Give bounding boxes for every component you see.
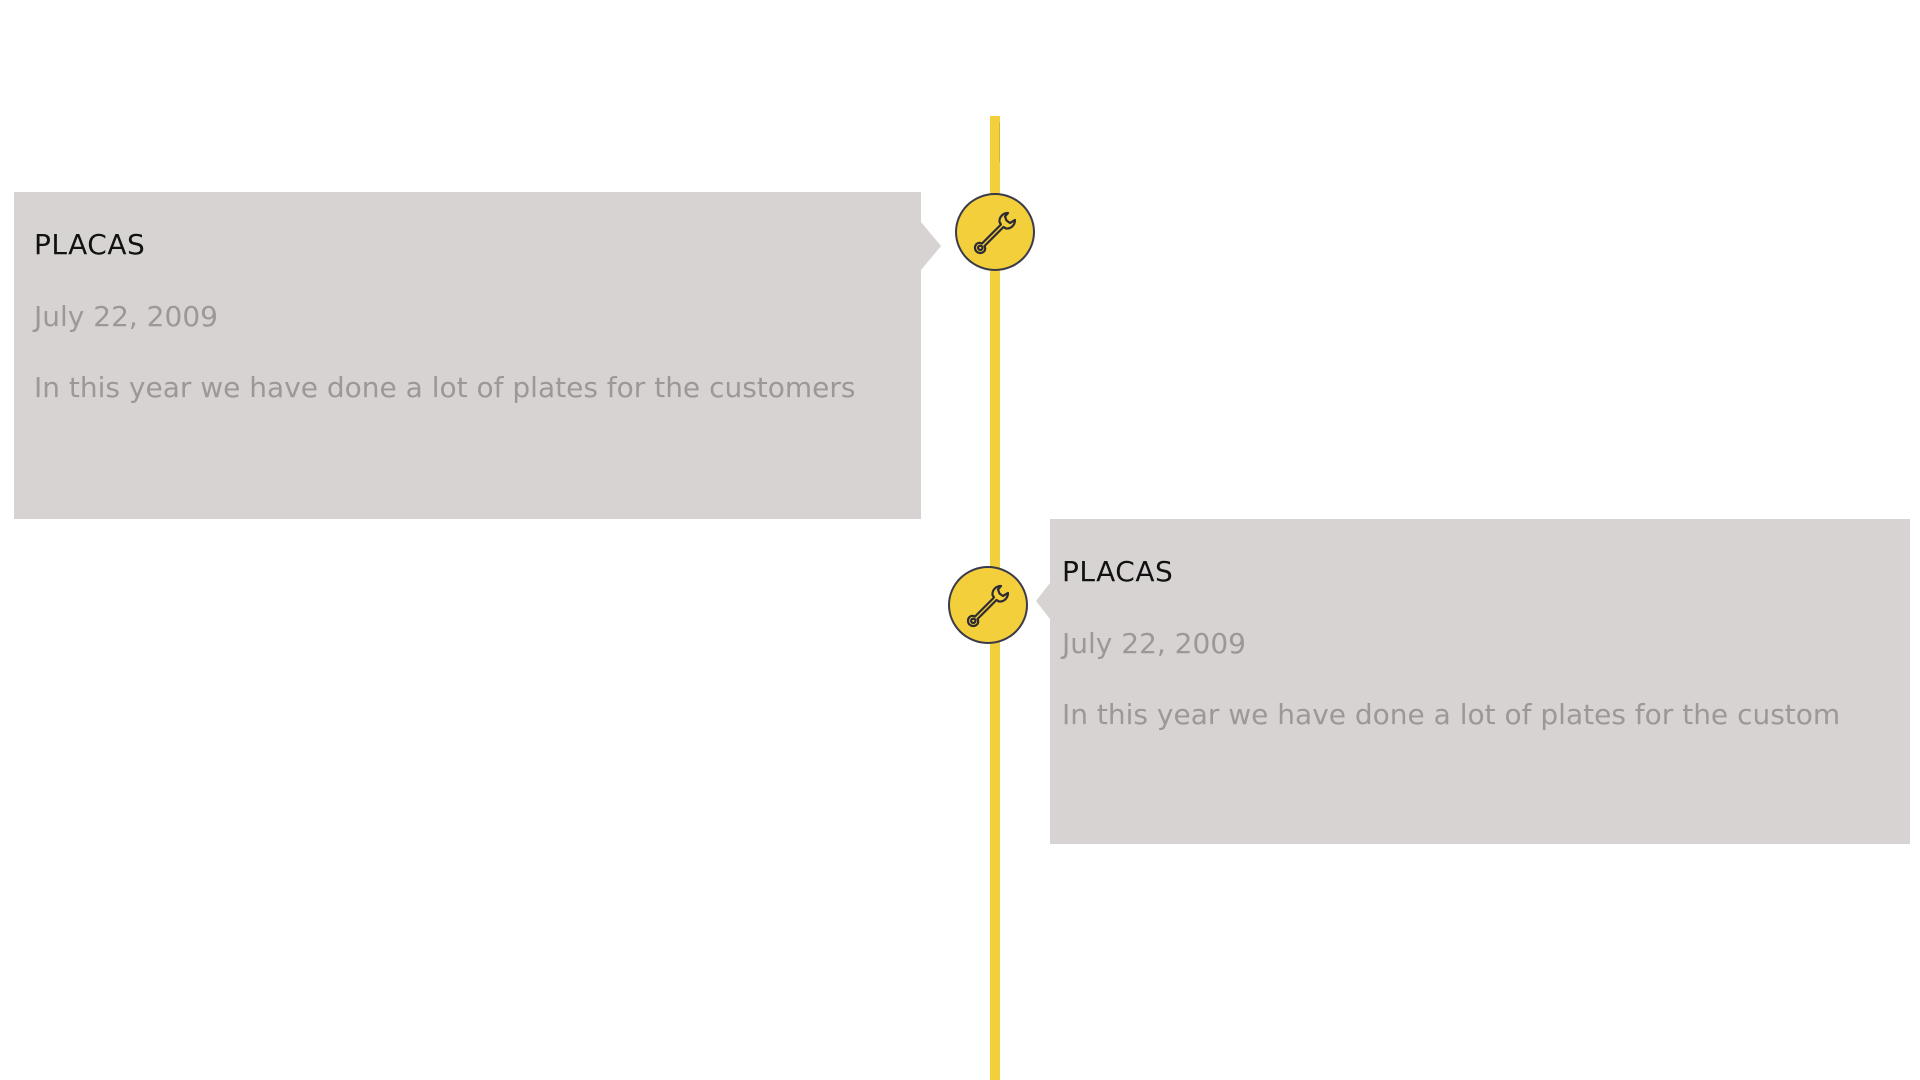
wrench-icon xyxy=(966,584,1010,628)
event-title: PLACAS xyxy=(1062,555,1174,588)
wrench-icon xyxy=(973,211,1017,255)
event-description: In this year we have done a lot of plate… xyxy=(1062,698,1841,732)
timeline-node xyxy=(948,566,1028,644)
event-date: July 22, 2009 xyxy=(1062,626,1246,660)
event-title: PLACAS xyxy=(34,228,146,261)
timeline-node xyxy=(955,193,1035,271)
timeline-event-card: PLACAS July 22, 2009 In this year we hav… xyxy=(1036,519,1910,844)
timeline-event-card: PLACAS July 22, 2009 In this year we hav… xyxy=(14,192,941,519)
event-description: In this year we have done a lot of plate… xyxy=(34,371,856,405)
event-date: July 22, 2009 xyxy=(34,299,218,333)
